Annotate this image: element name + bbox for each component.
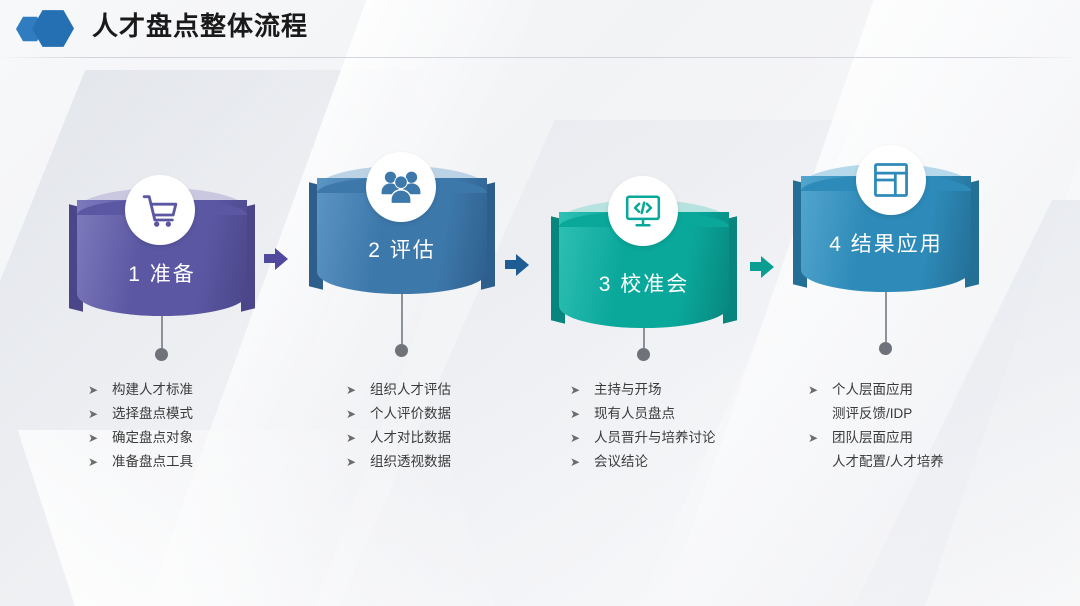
bullet-text: 人才对比数据: [370, 430, 451, 445]
list-item: ➤ 组织透视数据: [346, 450, 451, 474]
dashboard-layout-icon: [856, 145, 926, 215]
bullet-text: 会议结论: [594, 454, 648, 469]
page-title: 人才盘点整体流程: [92, 11, 309, 41]
list-item: ➤ 确定盘点对象: [88, 426, 193, 450]
arrow-step3-to-step4: [748, 254, 776, 280]
step-bullet-list-3: ➤ 主持与开场 ➤ 现有人员盘点 ➤ 人员晋升与培养讨论 ➤ 会议结论: [570, 378, 716, 474]
list-item: ➤ 人才对比数据: [346, 426, 451, 450]
bullet-text: 确定盘点对象: [112, 430, 193, 445]
hexagon-large-icon: [32, 10, 74, 47]
header-divider: [0, 57, 1080, 58]
list-item: ➤ 选择盘点模式: [88, 402, 193, 426]
monitor-code-icon: [608, 176, 678, 246]
bullet-arrow-icon: ➤: [346, 383, 357, 397]
list-item: ➤ 团队层面应用: [808, 426, 944, 450]
bullet-arrow-icon: ➤: [570, 455, 581, 469]
bullet-text: 准备盘点工具: [112, 454, 193, 469]
bullet-text: 人员晋升与培养讨论: [594, 430, 716, 445]
step-connector-line: [885, 292, 887, 342]
bullet-arrow-icon: ➤: [88, 431, 99, 445]
arrow-step1-to-step2: [262, 246, 290, 272]
shopping-cart-icon: [125, 175, 195, 245]
step-connector-line: [401, 294, 403, 344]
bullet-text: 团队层面应用: [832, 430, 913, 445]
step-banner: [551, 200, 737, 328]
step-label-1: 1 准备: [128, 263, 196, 286]
slide-header: 人才盘点整体流程: [0, 0, 1080, 58]
list-item: ➤ 人员晋升与培养讨论: [570, 426, 716, 450]
bullet-text: 主持与开场: [594, 382, 662, 397]
list-item: ➤ 现有人员盘点: [570, 402, 716, 426]
step-label-2: 2 评估: [368, 239, 436, 262]
bullet-subtext: 测评反馈/IDP: [832, 406, 913, 421]
step-bullet-list-2: ➤ 组织人才评估 ➤ 个人评价数据 ➤ 人才对比数据 ➤ 组织透视数据: [346, 378, 451, 474]
bullet-text: 组织透视数据: [370, 454, 451, 469]
bullet-text: 现有人员盘点: [594, 406, 675, 421]
list-item: ➤ 准备盘点工具: [88, 450, 193, 474]
bullet-text: 选择盘点模式: [112, 406, 193, 421]
bullet-arrow-icon: ➤: [808, 383, 819, 397]
list-item: ➤ 个人评价数据: [346, 402, 451, 426]
step-connector-dot: [395, 344, 408, 357]
bullet-subtext: 人才配置/人才培养: [832, 454, 944, 469]
step-connector-line: [161, 316, 163, 348]
step-label-3: 3 校准会: [598, 273, 690, 296]
step-bullet-list-1: ➤ 构建人才标准 ➤ 选择盘点模式 ➤ 确定盘点对象 ➤ 准备盘点工具: [88, 378, 193, 474]
bullet-arrow-icon: ➤: [346, 407, 357, 421]
bullet-arrow-icon: ➤: [570, 431, 581, 445]
bullet-arrow-icon: ➤: [570, 383, 581, 397]
bullet-text: 组织人才评估: [370, 382, 451, 397]
bullet-text: 个人层面应用: [832, 382, 913, 397]
list-item: ➤ 主持与开场: [570, 378, 716, 402]
people-group-icon: [366, 152, 436, 222]
bullet-arrow-icon: ➤: [88, 455, 99, 469]
step-label-4: 4 结果应用: [829, 233, 943, 256]
bullet-arrow-icon: ➤: [346, 455, 357, 469]
step-connector-dot: [637, 348, 650, 361]
step-connector-dot: [155, 348, 168, 361]
list-item: ➤ 构建人才标准: [88, 378, 193, 402]
hexagon-logo-icon: [14, 6, 84, 50]
step-bullet-list-4: ➤ 个人层面应用测评反馈/IDP ➤ 团队层面应用人才配置/人才培养: [808, 378, 944, 474]
bullet-arrow-icon: ➤: [88, 407, 99, 421]
bullet-arrow-icon: ➤: [570, 407, 581, 421]
bullet-text: 个人评价数据: [370, 406, 451, 421]
bullet-arrow-icon: ➤: [808, 431, 819, 445]
list-item: ➤ 个人层面应用: [808, 378, 944, 402]
step-connector-line: [643, 328, 645, 348]
bullet-arrow-icon: ➤: [88, 383, 99, 397]
bullet-text: 构建人才标准: [112, 382, 193, 397]
arrow-step2-to-step3: [503, 252, 531, 278]
bullet-arrow-icon: ➤: [346, 431, 357, 445]
list-item: ➤ 组织人才评估: [346, 378, 451, 402]
step-connector-dot: [879, 342, 892, 355]
list-item: ➤ 会议结论: [570, 450, 716, 474]
